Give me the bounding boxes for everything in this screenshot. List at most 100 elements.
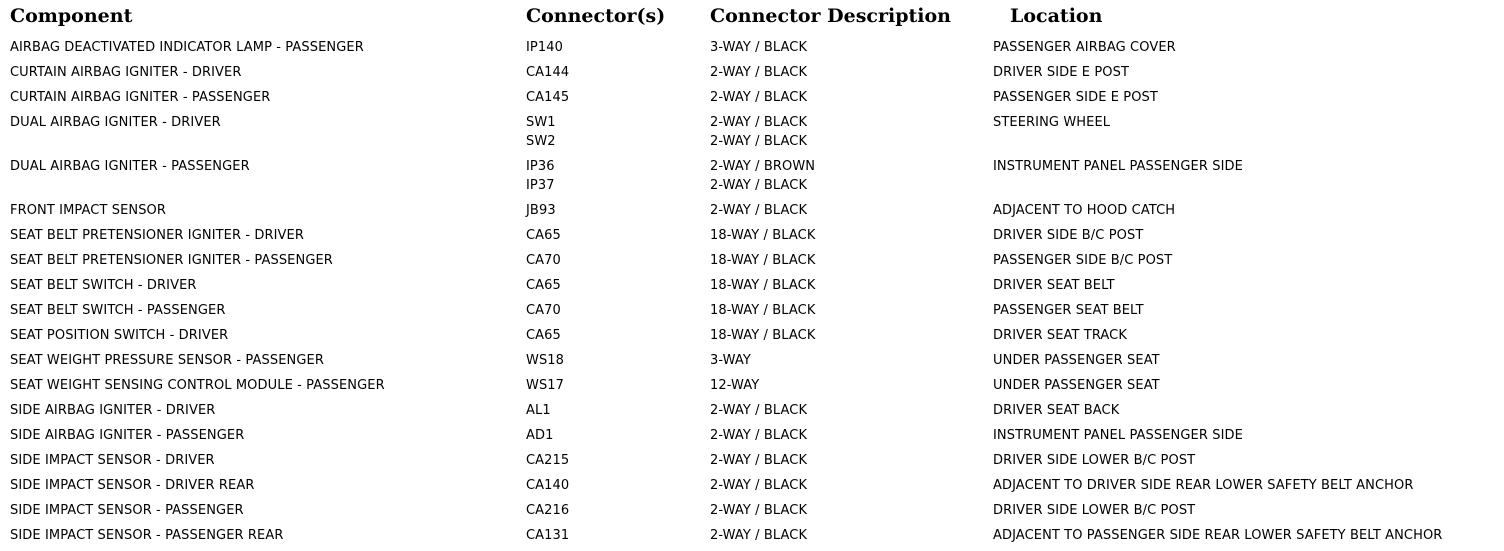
cell-connectors: CA145 xyxy=(526,88,569,107)
cell-connector-description: 2-WAY / BLACK xyxy=(710,88,807,107)
cell-connector-description: 2-WAY / BLACK xyxy=(710,201,807,220)
cell-component: SEAT WEIGHT PRESSURE SENSOR - PASSENGER xyxy=(10,353,324,368)
cell-component: SEAT WEIGHT SENSING CONTROL MODULE - PAS… xyxy=(10,378,385,393)
cell-location: DRIVER SIDE LOWER B/C POST xyxy=(993,453,1196,468)
cell-component: SIDE IMPACT SENSOR - PASSENGER xyxy=(10,503,244,518)
table-body: AIRBAG DEACTIVATED INDICATOR LAMP - PASS… xyxy=(0,38,1504,551)
cell-connectors: AL1 xyxy=(526,401,551,420)
cell-connectors: CA140 xyxy=(526,476,569,495)
connector-description: 2-WAY / BLACK xyxy=(710,203,808,218)
connector-description: 18-WAY / BLACK xyxy=(710,328,816,343)
cell-connector-description: 18-WAY / BLACK xyxy=(710,276,815,295)
connector-description: 2-WAY / BLACK xyxy=(710,90,808,105)
cell-component: DUAL AIRBAG IGNITER - DRIVER xyxy=(10,115,221,130)
cell-component: SIDE AIRBAG IGNITER - DRIVER xyxy=(10,403,216,418)
connector-description: 3-WAY / BLACK xyxy=(710,40,808,55)
table-row: AIRBAG DEACTIVATED INDICATOR LAMP - PASS… xyxy=(0,38,1504,63)
cell-connectors: CA65 xyxy=(526,226,561,245)
cell-connector-description: 2-WAY / BLACK xyxy=(710,526,807,545)
cell-location: INSTRUMENT PANEL PASSENGER SIDE xyxy=(993,428,1243,443)
connector-description: 12-WAY xyxy=(710,378,760,393)
cell-component: AIRBAG DEACTIVATED INDICATOR LAMP - PASS… xyxy=(10,40,364,55)
cell-location: INSTRUMENT PANEL PASSENGER SIDE xyxy=(993,159,1243,174)
cell-location: STEERING WHEEL xyxy=(993,115,1111,130)
cell-component: CURTAIN AIRBAG IGNITER - PASSENGER xyxy=(10,90,271,105)
cell-location: DRIVER SEAT BELT xyxy=(993,278,1115,293)
connector-description: 2-WAY / BLACK xyxy=(710,528,808,543)
cell-connectors: CA70 xyxy=(526,301,561,320)
connector-id: CA70 xyxy=(526,303,561,318)
connector-description: 2-WAY / BLACK xyxy=(710,115,808,130)
cell-connector-description: 2-WAY / BLACK 2-WAY / BLACK xyxy=(710,113,807,151)
cell-connectors: CA144 xyxy=(526,63,569,82)
table-row: SEAT POSITION SWITCH - DRIVER CA65 18-WAY … xyxy=(0,326,1504,351)
connector-description: 18-WAY / BLACK xyxy=(710,278,816,293)
table-row: CURTAIN AIRBAG IGNITER - PASSENGER CA145 2… xyxy=(0,88,1504,113)
cell-location: ADJACENT TO DRIVER SIDE REAR LOWER SAFET… xyxy=(993,478,1414,493)
table-row: SEAT BELT SWITCH - DRIVER CA65 18-WAY / BL… xyxy=(0,276,1504,301)
connector-description: 2-WAY / BLACK xyxy=(710,503,808,518)
cell-connectors: CA65 xyxy=(526,276,561,295)
connector-id: CA65 xyxy=(526,328,561,343)
cell-connectors: CA216 xyxy=(526,501,569,520)
cell-component: FRONT IMPACT SENSOR xyxy=(10,203,167,218)
connector-id: SW2 xyxy=(526,134,556,149)
cell-connectors: CA65 xyxy=(526,326,561,345)
connector-description: 2-WAY / BLACK xyxy=(710,403,808,418)
connector-description: 2-WAY / BLACK xyxy=(710,65,808,80)
connector-id: CA65 xyxy=(526,228,561,243)
cell-component: SEAT BELT SWITCH - PASSENGER xyxy=(10,303,226,318)
cell-connectors: CA215 xyxy=(526,451,569,470)
cell-component: SEAT BELT SWITCH - DRIVER xyxy=(10,278,197,293)
cell-component: SEAT BELT PRETENSIONER IGNITER - DRIVER xyxy=(10,228,304,243)
connector-id: IP140 xyxy=(526,40,563,55)
cell-connector-description: 2-WAY / BLACK xyxy=(710,476,807,495)
connector-id: IP36 xyxy=(526,159,555,174)
header-location: Location xyxy=(1010,5,1103,27)
cell-location: DRIVER SIDE LOWER B/C POST xyxy=(993,503,1196,518)
connector-id: CA65 xyxy=(526,278,561,293)
cell-location: PASSENGER AIRBAG COVER xyxy=(993,40,1176,55)
cell-location: DRIVER SIDE B/C POST xyxy=(993,228,1144,243)
cell-connector-description: 3-WAY / BLACK xyxy=(710,38,807,57)
connector-description: 2-WAY / BLACK xyxy=(710,134,808,149)
cell-connector-description: 18-WAY / BLACK xyxy=(710,251,815,270)
table-header: Component Connector(s) Connector Descrip… xyxy=(0,4,1504,30)
cell-component: SEAT POSITION SWITCH - DRIVER xyxy=(10,328,229,343)
connector-id: AD1 xyxy=(526,428,554,443)
table-row: SEAT BELT PRETENSIONER IGNITER - DRIVER C… xyxy=(0,226,1504,251)
connector-id: CA216 xyxy=(526,503,570,518)
connector-description: 2-WAY / BLACK xyxy=(710,478,808,493)
cell-component: CURTAIN AIRBAG IGNITER - DRIVER xyxy=(10,65,242,80)
cell-component: SIDE IMPACT SENSOR - DRIVER xyxy=(10,453,215,468)
table-row: FRONT IMPACT SENSOR JB93 2-WAY / BLACK ADJA… xyxy=(0,201,1504,226)
cell-location: ADJACENT TO HOOD CATCH xyxy=(993,203,1176,218)
header-connectors: Connector(s) xyxy=(526,5,666,27)
connector-id: CA140 xyxy=(526,478,570,493)
cell-component: SIDE IMPACT SENSOR - PASSENGER REAR xyxy=(10,528,284,543)
cell-connector-description: 18-WAY / BLACK xyxy=(710,301,815,320)
connector-id: CA70 xyxy=(526,253,561,268)
cell-connector-description: 2-WAY / BLACK xyxy=(710,451,807,470)
cell-location: PASSENGER SIDE B/C POST xyxy=(993,253,1173,268)
connector-id: SW1 xyxy=(526,115,556,130)
cell-connectors: WS17 xyxy=(526,376,564,395)
cell-connectors: WS18 xyxy=(526,351,564,370)
connector-id: CA144 xyxy=(526,65,570,80)
connector-description: 2-WAY / BROWN xyxy=(710,159,816,174)
cell-location: UNDER PASSENGER SEAT xyxy=(993,353,1160,368)
cell-connectors: JB93 xyxy=(526,201,556,220)
connector-id: WS17 xyxy=(526,378,565,393)
cell-location: UNDER PASSENGER SEAT xyxy=(993,378,1160,393)
cell-connector-description: 2-WAY / BLACK xyxy=(710,401,807,420)
connector-description: 3-WAY xyxy=(710,353,751,368)
table-row: SIDE IMPACT SENSOR - PASSENGER CA216 2-WAY… xyxy=(0,501,1504,526)
connector-id: AL1 xyxy=(526,403,551,418)
connector-id: IP37 xyxy=(526,178,555,193)
connector-id: CA215 xyxy=(526,453,570,468)
